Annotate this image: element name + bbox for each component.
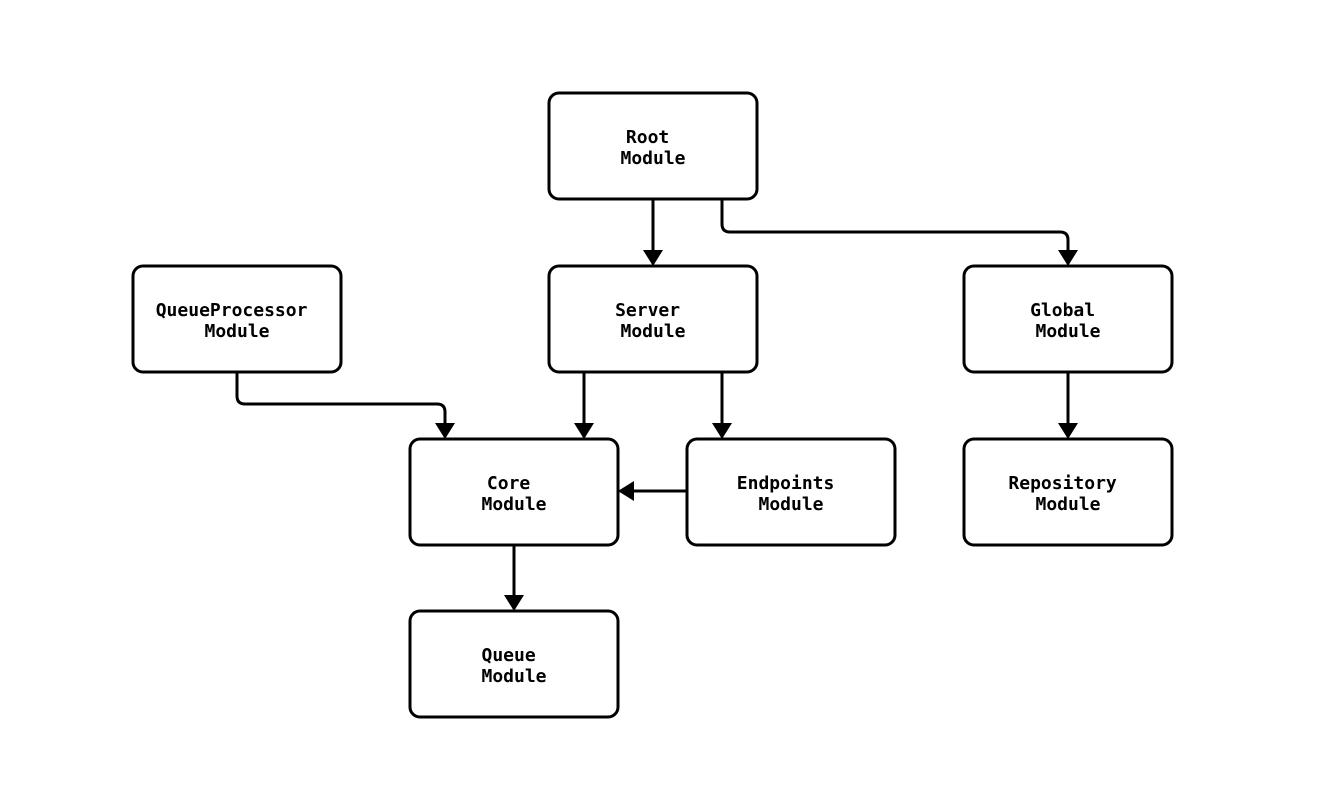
node-server-module: Server Module	[547, 264, 759, 374]
node-queue-module: Queue Module	[408, 609, 620, 719]
node-queueprocessor-box	[131, 264, 343, 374]
node-endpoints-box	[685, 437, 897, 547]
node-queueprocessor-label: QueueProcessor Module	[156, 300, 319, 342]
node-global-label: Global Module	[1030, 300, 1106, 342]
node-repository-label: Repository Module	[1008, 473, 1127, 515]
node-queue-box	[408, 609, 620, 719]
node-global-box	[962, 264, 1174, 374]
node-endpoints-label: Endpoints Module	[737, 473, 845, 515]
edge-queueprocessor-to-core	[235, 372, 455, 439]
edge-root-to-global	[720, 199, 1078, 266]
node-core-box	[408, 437, 620, 547]
node-endpoints-module: Endpoints Module	[685, 437, 897, 547]
node-queueprocessor-module: QueueProcessor Module	[131, 264, 343, 374]
node-repository-module: Repository Module	[962, 437, 1174, 547]
node-core-module: Core Module	[408, 437, 620, 547]
node-root-module: Root Module	[547, 91, 759, 201]
node-core-label: Core Module	[481, 473, 546, 515]
node-root-label: Root Module	[620, 127, 685, 169]
edges-layer	[235, 199, 1078, 611]
node-global-module: Global Module	[962, 264, 1174, 374]
node-root-box	[547, 91, 759, 201]
node-repository-box	[962, 437, 1174, 547]
node-queue-label: Queue Module	[481, 645, 546, 687]
node-server-label: Server Module	[615, 300, 691, 342]
node-server-box	[547, 264, 759, 374]
